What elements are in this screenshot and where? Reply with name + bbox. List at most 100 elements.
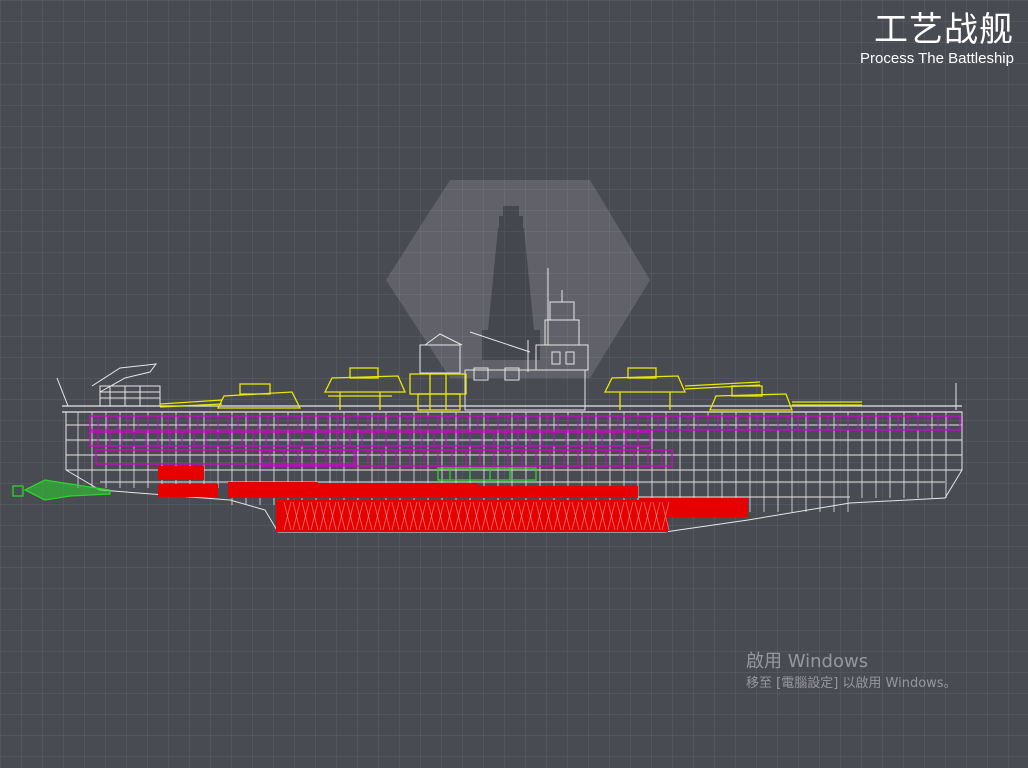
hull-block-rib [517,501,526,531]
hull-block-rib [508,501,517,531]
hull-block-rib [499,501,508,531]
hull-block-rib [445,501,454,531]
superstructure[interactable] [419,268,589,411]
activation-subtitle: 移至 [電腦設定] 以啟用 Windows。 [746,676,957,691]
lighthouse-hexagon-icon [386,180,650,378]
hull-block-rib [454,501,463,531]
hull-block-rib [382,501,391,531]
hull-block-rib [643,501,652,531]
hull-block-rib [418,501,427,531]
hull-block-rib [346,501,355,531]
hull-block-rib [373,501,382,531]
hull-block-rib [337,501,346,531]
hull-block-rib [526,501,535,531]
hull-block-rib [391,501,400,531]
main-turret-4[interactable] [709,385,862,411]
hull-block-rib [436,501,445,531]
hull-block-rib [499,501,508,531]
hull-block-rib [355,501,364,531]
bow-crane[interactable] [56,363,957,410]
deck[interactable] [62,405,962,413]
hull-block-rib [535,501,544,531]
hull-block-rib [373,501,382,531]
hull-block-rib [355,501,364,531]
hull-block-rib [508,501,517,531]
activation-title: 啟用 Windows [746,651,869,672]
hull-block-rib [481,501,490,531]
hull-block-rib [571,501,580,531]
hull-block-rib [454,501,463,531]
hull-block-rib [490,501,499,531]
hull-block-rib [364,501,373,531]
hull-block-rib [310,501,319,531]
hull-block-rib [472,501,481,531]
hull-block-rib [400,501,409,531]
hull-block-rib [562,501,571,531]
hull-block-rib [328,501,337,531]
propulsion-unit[interactable] [12,467,537,501]
hull-block-rib [598,501,607,531]
hull-block-rib [625,501,634,531]
hull-block-rib [544,501,553,531]
hull-block-rib [472,501,481,531]
cabin-cells [97,416,949,466]
main-turret-1[interactable] [159,383,302,409]
game-title: 工艺战舰 Process The Battleship [860,10,1014,68]
hull-block-rib [526,501,535,531]
hull-block-rib [310,501,319,531]
hull-block-rib [337,501,346,531]
hull-block-rib [490,501,499,531]
hull-block-rib [328,501,337,531]
hull-block-rib [418,501,427,531]
title-english: Process The Battleship [860,50,1014,67]
hull-block-rib [589,501,598,531]
hull-block-rib [481,501,490,531]
hull-block-rib [301,501,310,531]
hull-block-rib [427,501,436,531]
hull-block-rib [283,501,292,531]
hull-block-rib [661,501,670,531]
hull-block-rib [391,501,400,531]
hull-block-rib [301,501,310,531]
hull-block-rib [652,501,661,531]
hull-block-rib [283,501,292,531]
hull-block-rib [409,501,418,531]
hull-block-rib [319,501,328,531]
hull-block-rib [346,501,355,531]
secondary-turret-group[interactable] [409,373,467,411]
hull-block-rib [400,501,409,531]
cabin-modules[interactable] [89,415,961,467]
hull-block-rib [607,501,616,531]
hull-block-rib [661,501,670,531]
hull-block-rib [643,501,652,531]
hull-block-rib [292,501,301,531]
hull-block-rib [319,501,328,531]
hull-block-rib [544,501,553,531]
hull-block-rib [517,501,526,531]
hull-block-rib [553,501,562,531]
hull-block-rib [652,501,661,531]
hull-blocks[interactable] [158,466,748,532]
hull-block-rib [634,501,643,531]
title-chinese: 工艺战舰 [874,10,1014,50]
hull-block-rib [463,501,472,531]
main-turret-3[interactable] [603,367,761,410]
hull-block-rib [436,501,445,531]
hull-block-rib [553,501,562,531]
hull-block-rib [580,501,589,531]
hull-block-rib [382,501,391,531]
hull-block-rib [535,501,544,531]
hull-block-rib [571,501,580,531]
hull-block-rib [634,501,643,531]
windows-activation-watermark: 啟用 Windows 移至 [電腦設定] 以啟用 Windows。 [746,650,957,694]
hull-block-rib [364,501,373,531]
hull-block-rib [598,501,607,531]
main-turret-2[interactable] [323,367,406,410]
hull-block-rib [589,501,598,531]
hull-block-rib [616,501,625,531]
hull-block-rib [625,501,634,531]
hull-block-rib [607,501,616,531]
hull-block-rib [292,501,301,531]
